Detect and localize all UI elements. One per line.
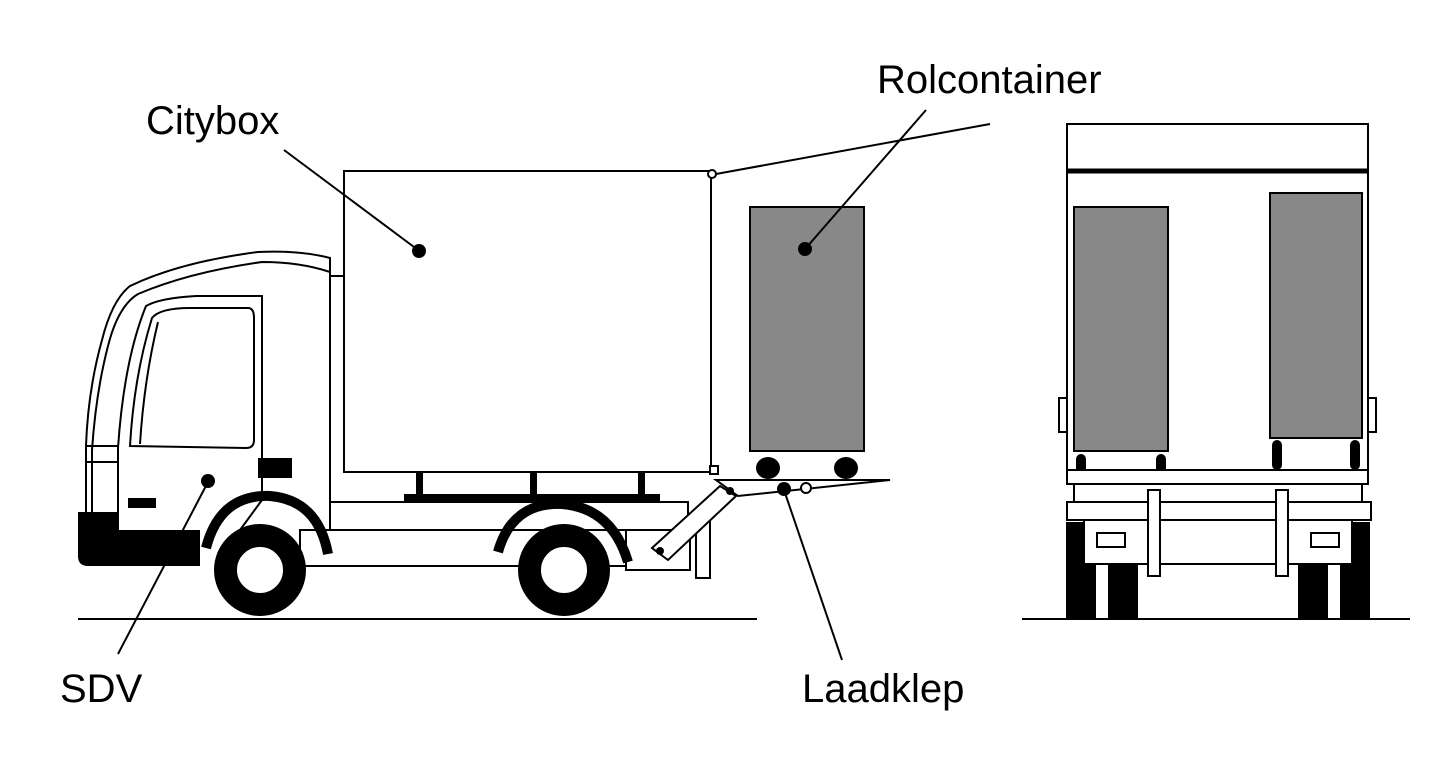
side-view [78, 123, 991, 620]
rolcontainer-caster-1 [756, 457, 780, 479]
rear-light-right [1367, 397, 1377, 433]
rear-right-caster-2 [1350, 440, 1360, 470]
cab-outline-inner [91, 260, 331, 512]
rolcontainer-dot [798, 242, 812, 256]
door-hinge-top [707, 169, 717, 179]
rear-right-caster-1 [1272, 440, 1282, 470]
door-handle [128, 498, 156, 508]
rear-view [1022, 123, 1410, 620]
rolcontainer-caster-2 [834, 457, 858, 479]
rear-lift-platform [1066, 469, 1369, 485]
box-support-3 [638, 472, 645, 496]
citybox-body [343, 170, 712, 473]
front-wheel-rim [235, 545, 285, 595]
rear-wheel-right-1 [1298, 564, 1328, 618]
rear-post-left [1147, 489, 1161, 577]
laadklep-dot [777, 482, 791, 496]
box-support-1 [416, 472, 423, 496]
front-bumper [78, 512, 200, 566]
box-support-2 [530, 472, 537, 496]
rear-wheel-left-2 [1108, 564, 1138, 618]
cab-door [117, 295, 263, 531]
cab-outline [85, 250, 331, 512]
rear-light-left [1058, 397, 1068, 433]
front-fender [201, 490, 333, 556]
laadklep-arm-pivot [656, 547, 664, 555]
rolcontainer-rear-right [1269, 192, 1363, 439]
callouts: Citybox Rolcontainer SDV Laadklep [60, 58, 1102, 711]
laadklep-leader [783, 489, 843, 661]
rear-post-right [1275, 489, 1289, 577]
rear-fender [493, 498, 633, 564]
open-door-line [715, 123, 991, 175]
laadklep-hinge [800, 482, 812, 494]
rear-wheel-right-2 [1340, 564, 1370, 618]
laadklep-label: Laadklep [802, 667, 964, 711]
rear-wheel-left-1 [1066, 564, 1096, 618]
rear-wheel-rim [539, 545, 589, 595]
rear-lift-lower [1073, 483, 1363, 503]
sdv-label: SDV [60, 667, 143, 711]
sdv-leader [117, 481, 209, 655]
cab-step [258, 458, 292, 478]
rear-bumper [1066, 501, 1372, 521]
rolcontainer-leader [805, 109, 927, 249]
sdv-dot [201, 474, 215, 488]
rolcontainer-rear-left [1073, 206, 1169, 452]
citybox-leader [283, 149, 419, 251]
cab-window-inner [139, 321, 159, 445]
door-hinge-bottom [709, 465, 719, 475]
rolcontainer-label: Rolcontainer [877, 58, 1102, 102]
cab-front-panel [86, 445, 119, 463]
citybox-dot [412, 244, 426, 258]
cab-window [128, 307, 255, 450]
box-subframe-rail [404, 494, 660, 501]
rear-plate-right [1310, 532, 1340, 548]
rear-plate-left [1096, 532, 1126, 548]
citybox-label: Citybox [146, 99, 279, 143]
laadklep-arm [650, 484, 738, 562]
laadklep-platform [712, 479, 891, 498]
